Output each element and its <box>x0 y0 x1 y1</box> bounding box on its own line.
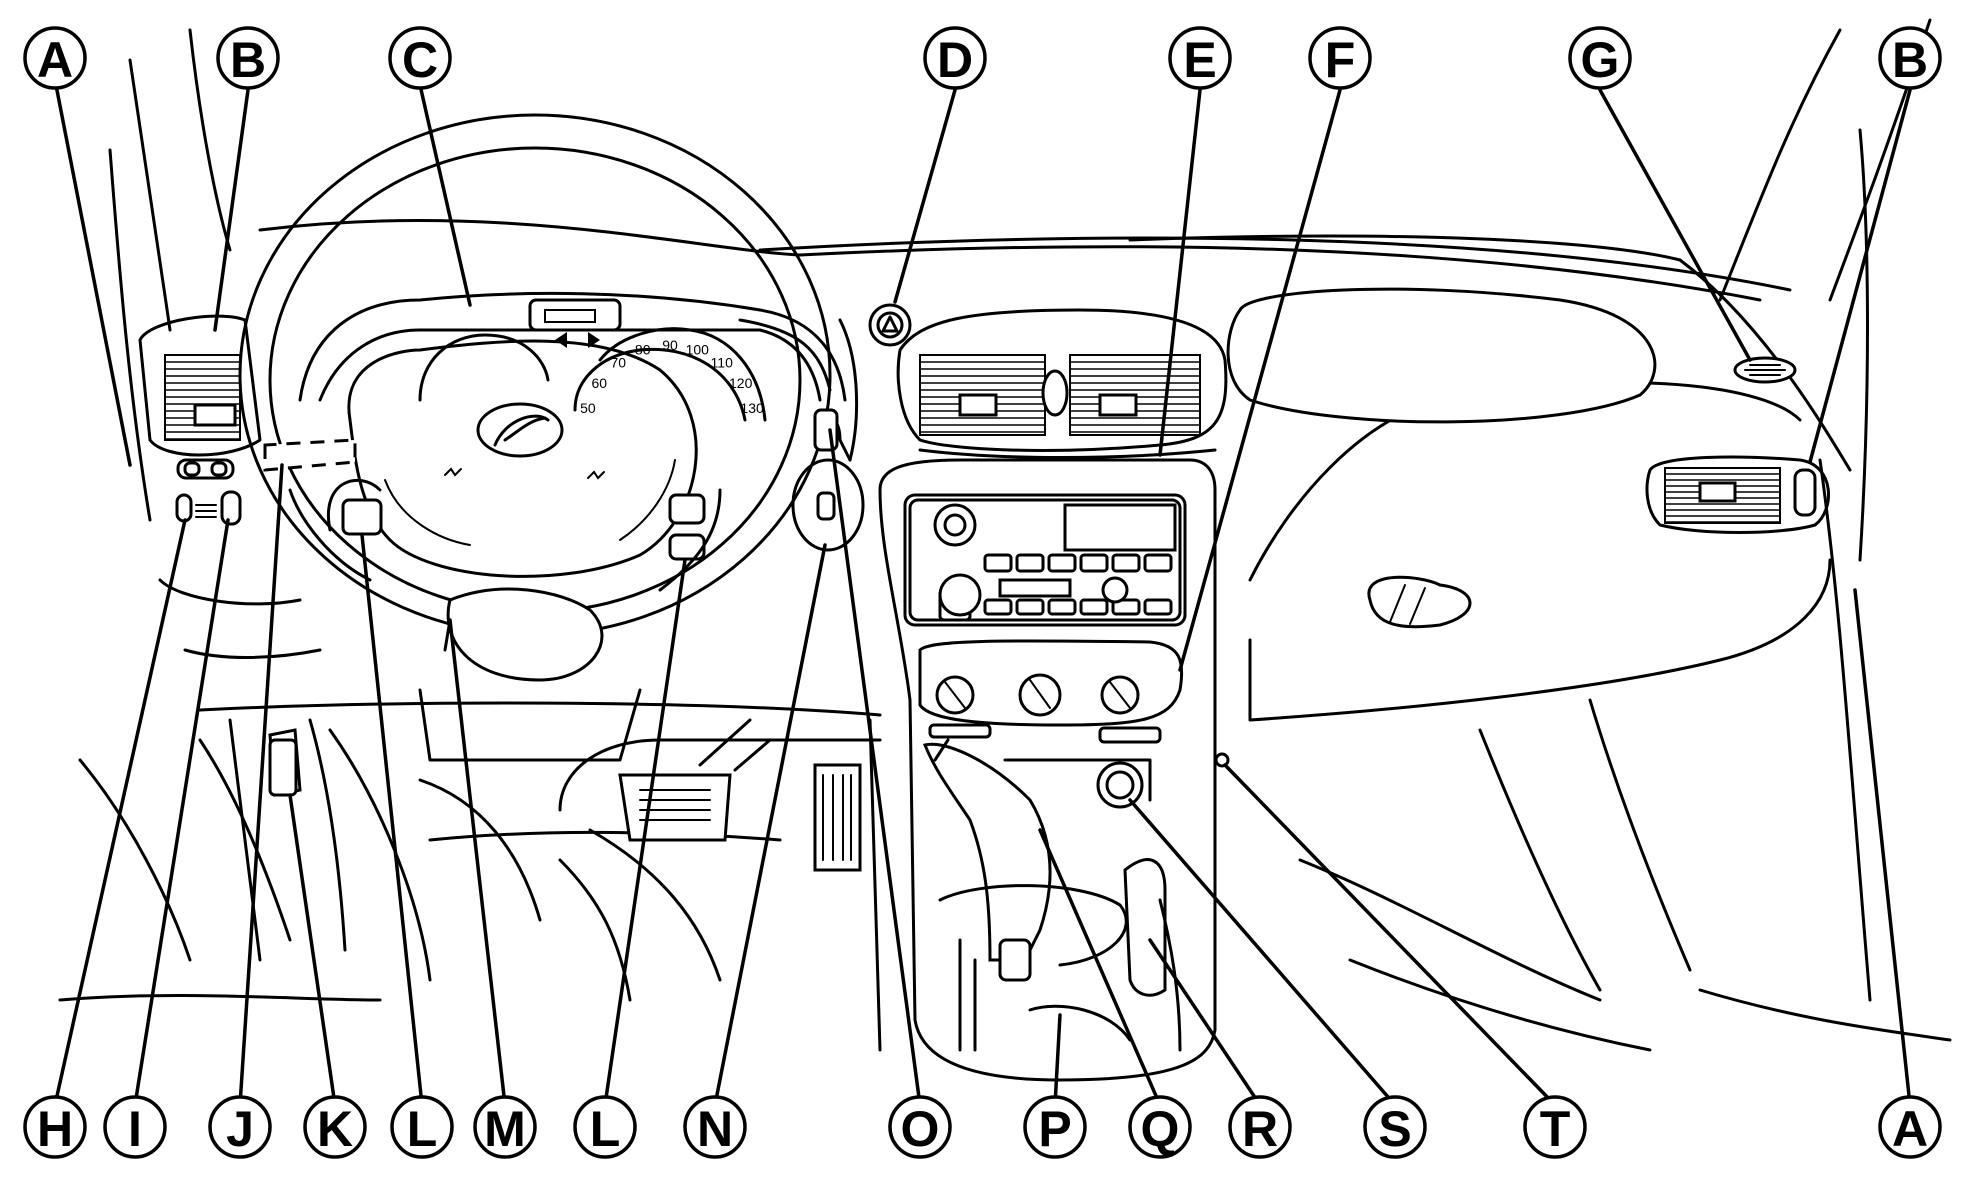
bottom-callout-l: L <box>573 1095 637 1159</box>
bottom-callout-q: Q <box>1128 1095 1192 1159</box>
speedometer-tick-label: 90 <box>662 337 678 353</box>
callout-letter: L <box>407 1101 438 1157</box>
callout-letter: I <box>128 1101 142 1157</box>
left-vent <box>138 314 262 480</box>
top-callout-f: F <box>1308 26 1372 90</box>
turn-signal-lever <box>263 438 357 472</box>
bottom-callout-r: R <box>1228 1095 1292 1159</box>
callout-letter: D <box>937 32 973 88</box>
callout-letter: S <box>1378 1101 1411 1157</box>
lamp-switches <box>175 490 242 526</box>
bottom-callout-s: S <box>1363 1095 1427 1159</box>
callout-letter: R <box>1242 1101 1278 1157</box>
bottom-callout-l: L <box>390 1095 454 1159</box>
callout-letter: J <box>226 1101 254 1157</box>
bottom-callout-p: P <box>1023 1095 1087 1159</box>
callout-letter: L <box>590 1101 621 1157</box>
bottom-callout-j: J <box>208 1095 272 1159</box>
callout-letter: K <box>317 1101 353 1157</box>
lower-console <box>922 738 1182 1052</box>
bottom-callout-m: M <box>473 1095 537 1159</box>
hazard-button <box>868 303 912 347</box>
callout-letter: T <box>1540 1101 1571 1157</box>
bottom-callout-a: A <box>1878 1095 1942 1159</box>
callout-letter: P <box>1038 1101 1071 1157</box>
callout-letter: C <box>402 32 438 88</box>
cruise-point <box>1214 752 1230 768</box>
callout-letter: E <box>1183 32 1216 88</box>
steering-wheel <box>238 113 832 762</box>
top-callout-c: C <box>388 26 452 90</box>
climate-controls <box>918 639 1184 744</box>
speedometer-tick-label: 120 <box>729 375 753 391</box>
callout-letter: A <box>1892 1101 1928 1157</box>
center-vents <box>896 308 1228 459</box>
callout-letter: O <box>901 1101 940 1157</box>
callout-letter: Q <box>1141 1101 1180 1157</box>
top-callout-d: D <box>923 26 987 90</box>
speedometer-tick-label: 60 <box>592 375 608 391</box>
speedometer-tick-label: 100 <box>686 342 710 358</box>
right-vent <box>1645 455 1830 534</box>
bottom-callout-n: N <box>683 1095 747 1159</box>
bottom-callout-i: I <box>103 1095 167 1159</box>
ignition-area <box>791 318 865 552</box>
top-callout-a: A <box>23 26 87 90</box>
callout-letter: N <box>697 1101 733 1157</box>
speedometer-tick-label: 70 <box>611 355 627 371</box>
bottom-callout-k: K <box>303 1095 367 1159</box>
speedometer-tick-label: 130 <box>740 400 764 416</box>
bottom-callout-t: T <box>1523 1095 1587 1159</box>
bottom-callout-o: O <box>888 1095 952 1159</box>
callout-letter: M <box>484 1101 526 1157</box>
radio <box>878 458 1217 1082</box>
speedometer-tick-label: 110 <box>711 355 734 371</box>
speedometer-tick-label: 50 <box>580 400 596 416</box>
callout-letter: G <box>1581 32 1620 88</box>
speedometer-tick-label: 80 <box>635 342 651 358</box>
top-callout-g: G <box>1568 26 1632 90</box>
callout-letter: B <box>230 32 266 88</box>
callout-letter: B <box>1892 32 1928 88</box>
top-callout-b: B <box>216 26 280 90</box>
callout-letter: H <box>37 1101 73 1157</box>
callout-letter: F <box>1325 32 1356 88</box>
top-callout-e: E <box>1168 26 1232 90</box>
pedals <box>618 718 862 872</box>
leader-lines <box>53 78 1912 1107</box>
callout-letter: A <box>37 32 73 88</box>
bottom-callout-h: H <box>23 1095 87 1159</box>
top-callout-b: B <box>1878 26 1942 90</box>
hood-release <box>268 738 298 797</box>
side-defrost-vent <box>1733 356 1797 384</box>
